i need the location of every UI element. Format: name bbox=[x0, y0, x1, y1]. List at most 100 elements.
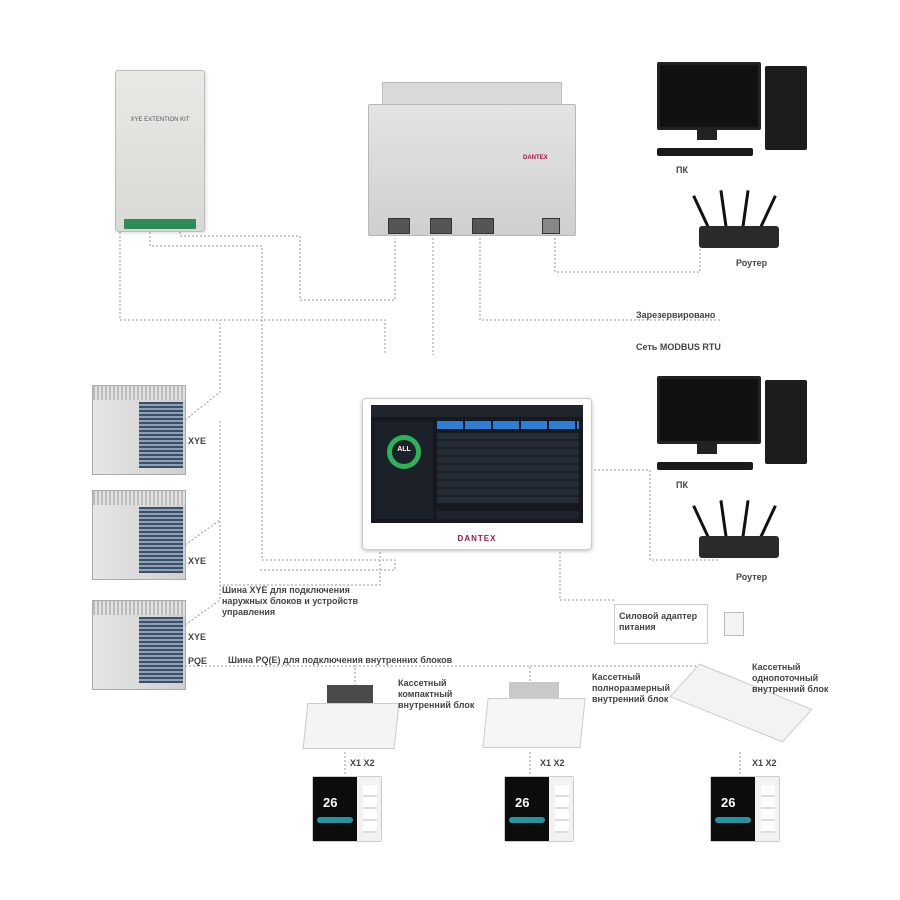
unit-coil bbox=[139, 617, 183, 683]
screen-tab-bar bbox=[437, 421, 579, 429]
controller-temperature: 26 bbox=[515, 795, 530, 810]
unit-grill bbox=[93, 491, 185, 505]
monitor-stand bbox=[697, 128, 717, 140]
keyboard-icon bbox=[657, 148, 753, 156]
outdoor-unit-2 bbox=[92, 490, 186, 580]
indoor-label: Кассетный полноразмерный внутренний блок bbox=[592, 672, 671, 704]
unit-coil bbox=[139, 507, 183, 573]
terminal-label: X1 X2 bbox=[350, 758, 375, 768]
indoor-unit-compact bbox=[302, 685, 400, 749]
pc-1 bbox=[655, 62, 815, 162]
modbus-label: Сеть MODBUS RTU bbox=[636, 342, 721, 352]
pc-label: ПК bbox=[676, 165, 688, 175]
wire-reserved bbox=[479, 238, 720, 321]
terminal-label: X1 X2 bbox=[540, 758, 565, 768]
status-ring bbox=[387, 435, 421, 469]
unit-coil bbox=[139, 402, 183, 468]
router-label: Роутер bbox=[736, 572, 768, 582]
indoor-label: Кассетный однопоточный внутренний блок bbox=[752, 662, 829, 694]
panel-brand: DANTEX bbox=[457, 534, 497, 543]
antenna-icon bbox=[741, 500, 750, 541]
indoor-label: Кассетный компактный внутренний блок bbox=[398, 678, 475, 710]
controller-keys bbox=[761, 785, 775, 833]
monitor-stand bbox=[697, 442, 717, 454]
modbus-gateway: DANTEX bbox=[368, 82, 576, 240]
wire-panel-router bbox=[590, 469, 720, 561]
xye-label: XYE bbox=[188, 632, 207, 642]
pc-label: ПК bbox=[676, 480, 688, 490]
wave-icon bbox=[509, 817, 545, 823]
kit-title: XYE EXTENTION KIT bbox=[130, 117, 190, 123]
pqe-label: PQE bbox=[188, 656, 208, 666]
wire-xye-3 bbox=[184, 520, 221, 626]
xye-label: XYE bbox=[188, 556, 207, 566]
wire-gw-router bbox=[554, 238, 701, 273]
pc-2 bbox=[655, 376, 815, 476]
panel-screen: ALL bbox=[371, 405, 583, 523]
router-label: Роутер bbox=[736, 258, 768, 268]
screen-header bbox=[371, 405, 583, 417]
monitor-icon bbox=[657, 62, 761, 130]
unit-grill bbox=[93, 386, 185, 400]
outdoor-unit-1 bbox=[92, 385, 186, 475]
controller-display: 26 bbox=[711, 777, 755, 841]
gateway-port bbox=[388, 218, 410, 234]
pc-tower-icon bbox=[765, 66, 807, 150]
screen-footer bbox=[437, 511, 579, 519]
touch-control-panel: ALL DANTEX bbox=[362, 398, 592, 550]
controller-display: 26 bbox=[313, 777, 357, 841]
power-adapter-card: Силовой адаптер питания bbox=[614, 604, 708, 644]
power-plug-icon bbox=[724, 612, 744, 636]
wire-kit-gateway bbox=[179, 228, 396, 301]
gateway-brand: DANTEX bbox=[523, 155, 548, 161]
wire-xye-2 bbox=[184, 420, 221, 546]
unit-housing bbox=[509, 682, 559, 698]
antenna-icon bbox=[719, 190, 728, 231]
controller-display: 26 bbox=[505, 777, 549, 841]
wave-icon bbox=[317, 817, 353, 823]
router-icon bbox=[699, 536, 779, 558]
terminal-label: X1 X2 bbox=[752, 758, 777, 768]
wire-xye-1 bbox=[184, 320, 221, 421]
gateway-port bbox=[430, 218, 452, 234]
controller-temperature: 26 bbox=[721, 795, 736, 810]
wire-kit-bus bbox=[149, 228, 396, 571]
wall-controller-3: 26 bbox=[710, 776, 780, 842]
controller-keys bbox=[363, 785, 377, 833]
monitor-icon bbox=[657, 376, 761, 444]
unit-panel bbox=[482, 698, 586, 748]
controller-temperature: 26 bbox=[323, 795, 338, 810]
bus-pqe-label: Шина PQ(E) для подключения внутренних бл… bbox=[228, 655, 453, 665]
unit-panel bbox=[302, 703, 400, 749]
adapter-label: Силовой адаптер питания bbox=[619, 611, 698, 632]
wave-icon bbox=[715, 817, 751, 823]
router-icon bbox=[699, 226, 779, 248]
outdoor-unit-3 bbox=[92, 600, 186, 690]
wall-controller-2: 26 bbox=[504, 776, 574, 842]
device-table bbox=[437, 433, 579, 503]
gateway-top-module bbox=[382, 82, 562, 107]
screen-sidebar: ALL bbox=[375, 421, 433, 519]
gateway-port bbox=[472, 218, 494, 234]
xye-label: XYE bbox=[188, 436, 207, 446]
reserved-label: Зарезервировано bbox=[636, 310, 716, 320]
antenna-icon bbox=[719, 500, 728, 541]
pc-tower-icon bbox=[765, 380, 807, 464]
wall-controller-1: 26 bbox=[312, 776, 382, 842]
router-1 bbox=[692, 190, 785, 260]
controller-keys bbox=[555, 785, 569, 833]
ring-center-label: ALL bbox=[397, 446, 411, 453]
keyboard-icon bbox=[657, 462, 753, 470]
wire-kit-xye bbox=[119, 228, 386, 355]
xye-extension-kit: XYE EXTENTION KIT bbox=[115, 70, 205, 232]
wire-panel-bus bbox=[220, 548, 381, 586]
gateway-body: DANTEX bbox=[368, 104, 576, 236]
gateway-ethernet-port bbox=[542, 218, 560, 234]
unit-housing bbox=[327, 685, 373, 705]
router-2 bbox=[692, 500, 785, 570]
indoor-unit-full bbox=[482, 682, 586, 750]
wire-panel-adapter bbox=[559, 548, 614, 601]
kit-terminal-block bbox=[124, 219, 196, 229]
antenna-icon bbox=[741, 190, 750, 231]
